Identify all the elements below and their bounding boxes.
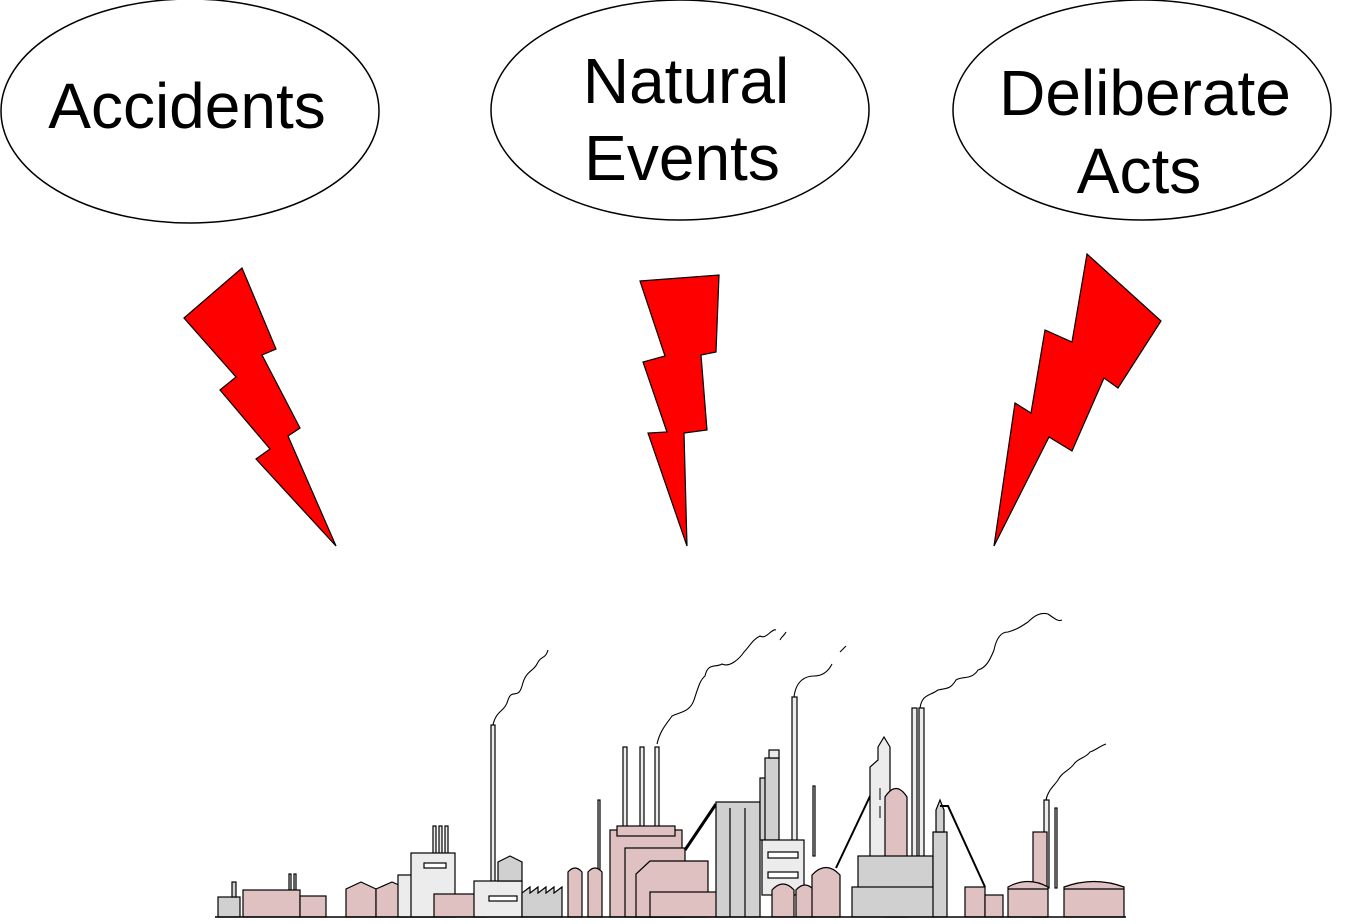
label-accidents: Accidents <box>48 70 325 142</box>
ellipse-accidents <box>0 0 380 224</box>
ellipse-deliberate-acts <box>952 0 1332 221</box>
label-events: Events <box>584 122 780 194</box>
label-acts: Acts <box>1077 135 1201 207</box>
bubble-natural-events: Natural Events <box>490 0 870 221</box>
bubble-accidents: Accidents <box>0 0 380 224</box>
lightning-bolt-icon <box>639 274 720 547</box>
lightning-bolt-icon <box>993 252 1162 547</box>
label-natural: Natural <box>583 45 789 117</box>
label-deliberate: Deliberate <box>999 57 1291 129</box>
ellipse-natural-events <box>490 0 870 221</box>
factory-skyline-icon <box>215 612 1126 918</box>
smoke-icon <box>492 612 1107 801</box>
bubble-deliberate-acts: Deliberate Acts <box>952 0 1332 221</box>
lightning-bolt-icon <box>183 267 337 547</box>
